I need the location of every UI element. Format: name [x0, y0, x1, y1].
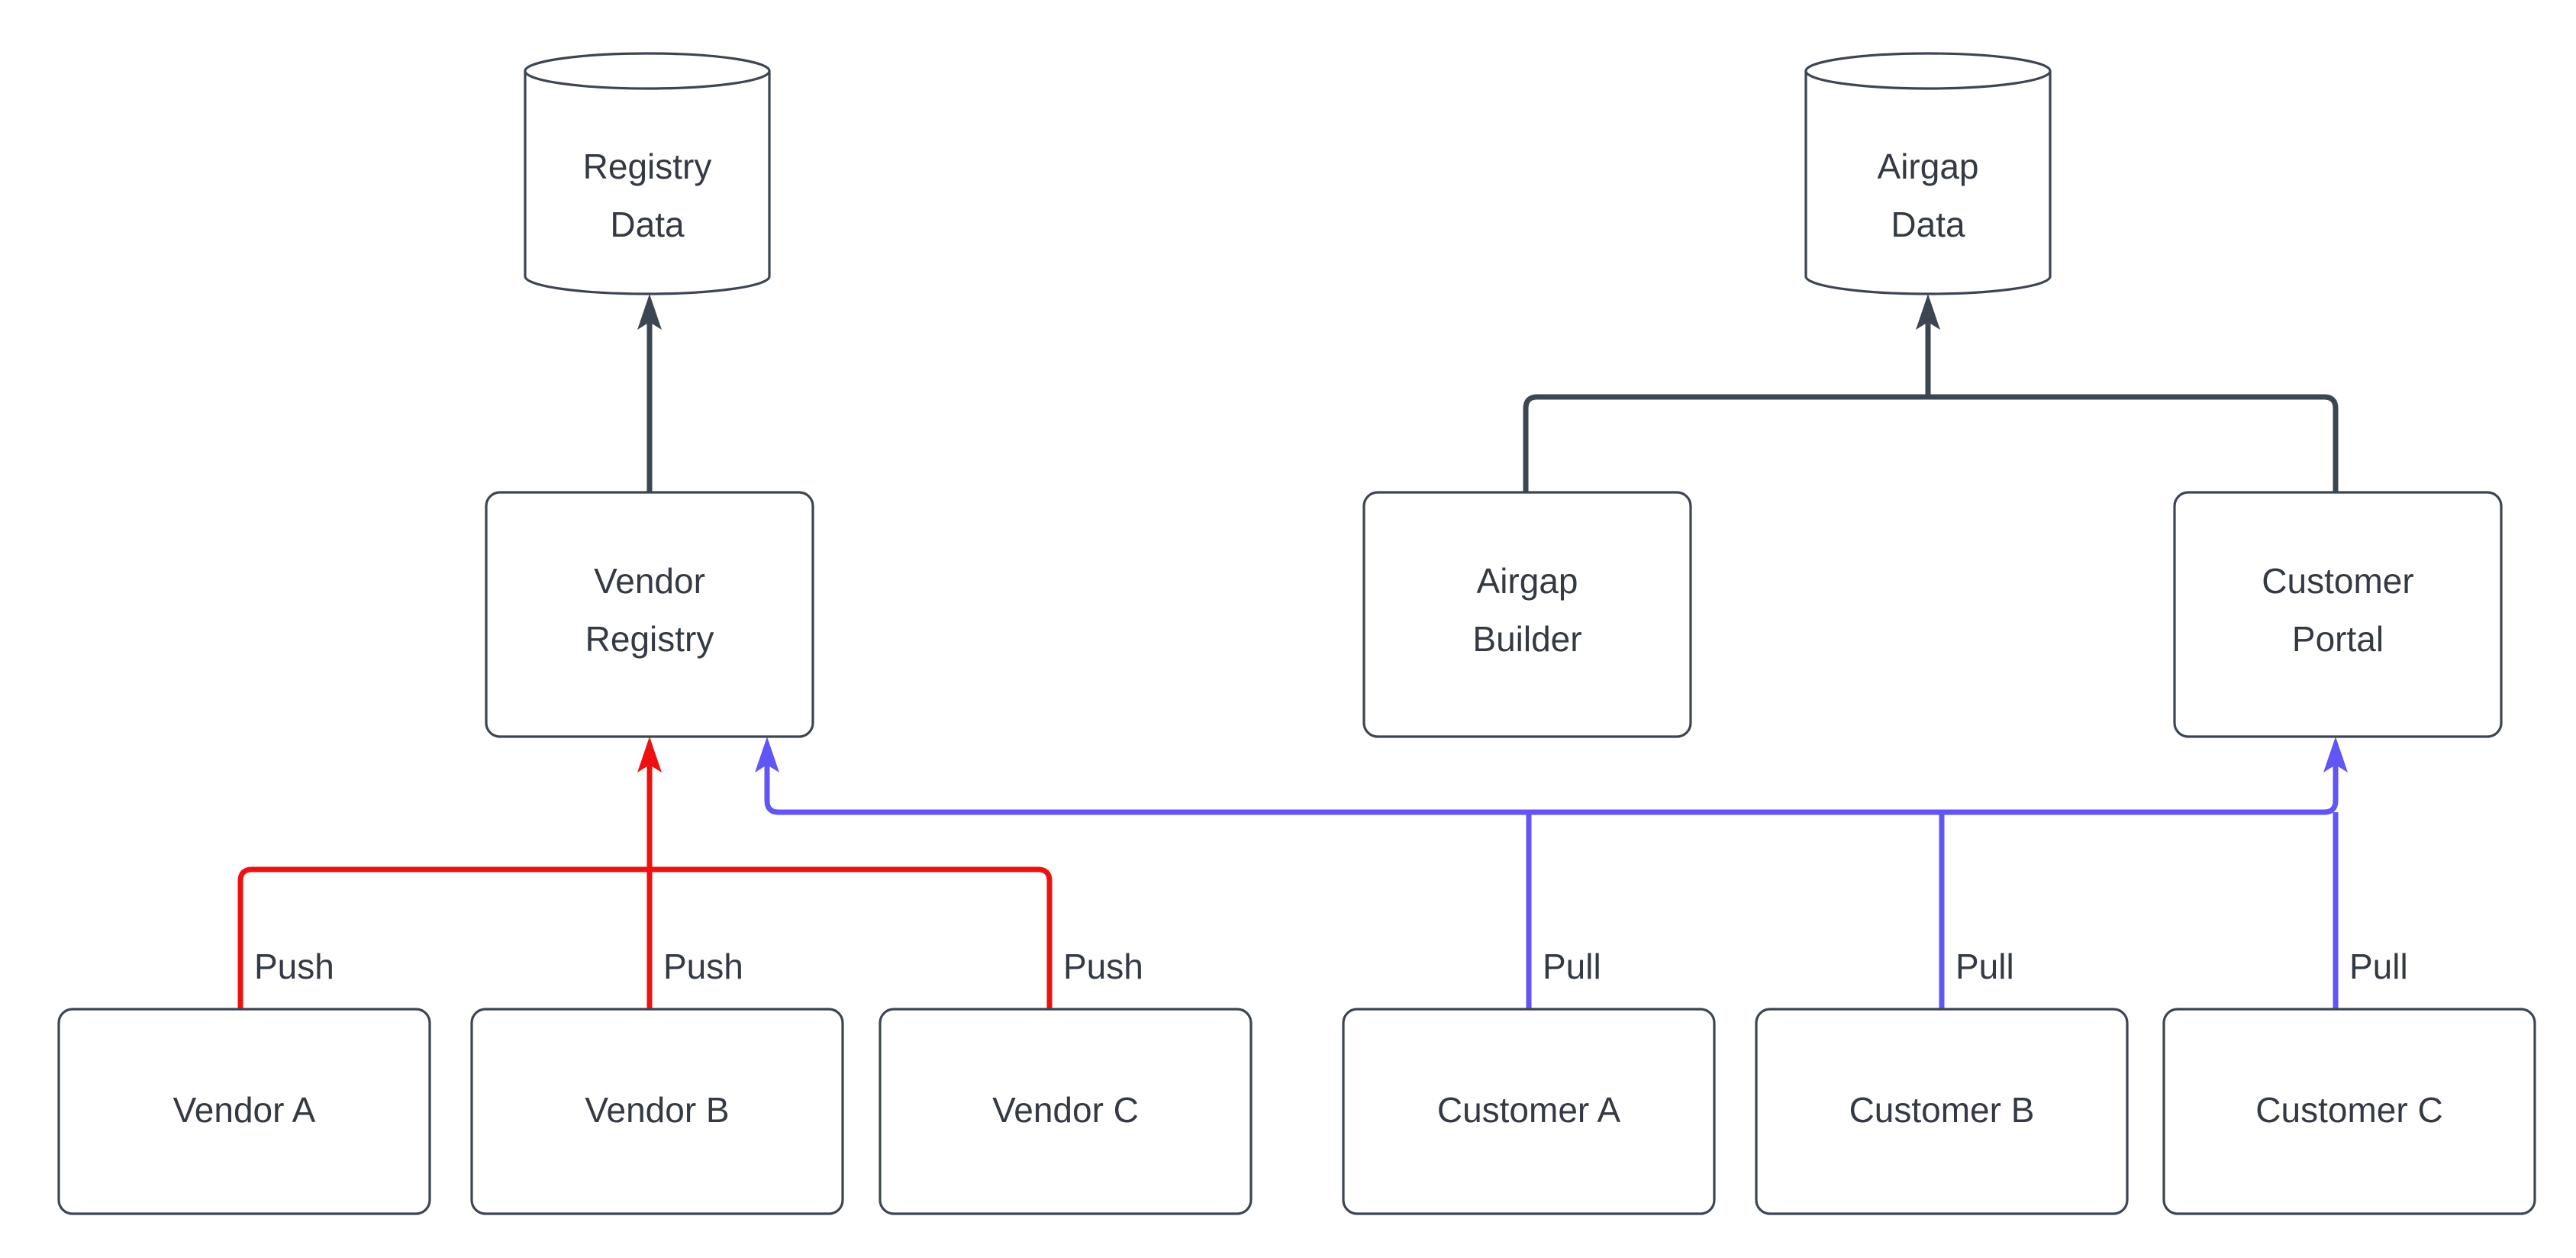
datastore-airgap-data-line2: Data [1891, 205, 1965, 244]
edge-label-pull-customer-b: Pull [1955, 947, 2014, 986]
edge-vendor-registry-to-registry-data [637, 294, 662, 492]
edge-pull-bus [755, 737, 2348, 1009]
datastore-airgap-data-line1: Airgap [1878, 147, 1979, 186]
service-vendor-registry[interactable]: Vendor Registry [485, 491, 814, 738]
node-vendor-a[interactable]: Vendor A [57, 1008, 431, 1215]
node-vendor-b[interactable]: Vendor B [470, 1008, 844, 1215]
edge-label-pull-customer-a: Pull [1543, 947, 1601, 986]
edge-label-push-vendor-b: Push [663, 947, 743, 986]
service-customer-portal-line2: Portal [2292, 619, 2384, 659]
node-customer-b-label: Customer B [1849, 1090, 2035, 1130]
node-customer-c[interactable]: Customer C [2162, 1008, 2536, 1215]
edge-label-pull-customer-c: Pull [2349, 947, 2408, 986]
datastore-registry-data-line2: Data [610, 205, 685, 244]
datastore-airgap-data[interactable]: Airgap Data [1804, 52, 2052, 295]
service-airgap-builder-line1: Airgap [1477, 561, 1578, 601]
node-vendor-a-label: Vendor A [173, 1090, 316, 1130]
edge-label-push-vendor-c: Push [1063, 947, 1143, 986]
node-customer-c-label: Customer C [2255, 1090, 2442, 1130]
datastore-registry-data[interactable]: Registry Data [524, 52, 771, 295]
edge-push-bus [237, 737, 1053, 1009]
node-vendor-b-label: Vendor B [585, 1090, 729, 1130]
datastore-registry-data-line1: Registry [583, 147, 712, 186]
node-customer-b[interactable]: Customer B [1755, 1008, 2129, 1215]
service-customer-portal-line1: Customer [2262, 561, 2413, 601]
edge-label-push-vendor-a: Push [254, 947, 334, 986]
service-vendor-registry-line2: Registry [585, 619, 714, 659]
edge-airgap-trunk [1916, 294, 1940, 397]
edge-customer-portal-to-airgap-data [1928, 394, 2339, 492]
service-airgap-builder[interactable]: Airgap Builder [1362, 491, 1692, 738]
service-vendor-registry-line1: Vendor [594, 561, 705, 601]
node-vendor-c[interactable]: Vendor C [879, 1008, 1253, 1215]
node-customer-a-label: Customer A [1437, 1090, 1621, 1130]
service-airgap-builder-line2: Builder [1472, 619, 1581, 659]
edge-airgap-builder-to-airgap-data [1523, 394, 1928, 492]
service-customer-portal[interactable]: Customer Portal [2173, 491, 2503, 738]
node-vendor-c-label: Vendor C [992, 1090, 1139, 1130]
node-customer-a[interactable]: Customer A [1342, 1008, 1716, 1215]
